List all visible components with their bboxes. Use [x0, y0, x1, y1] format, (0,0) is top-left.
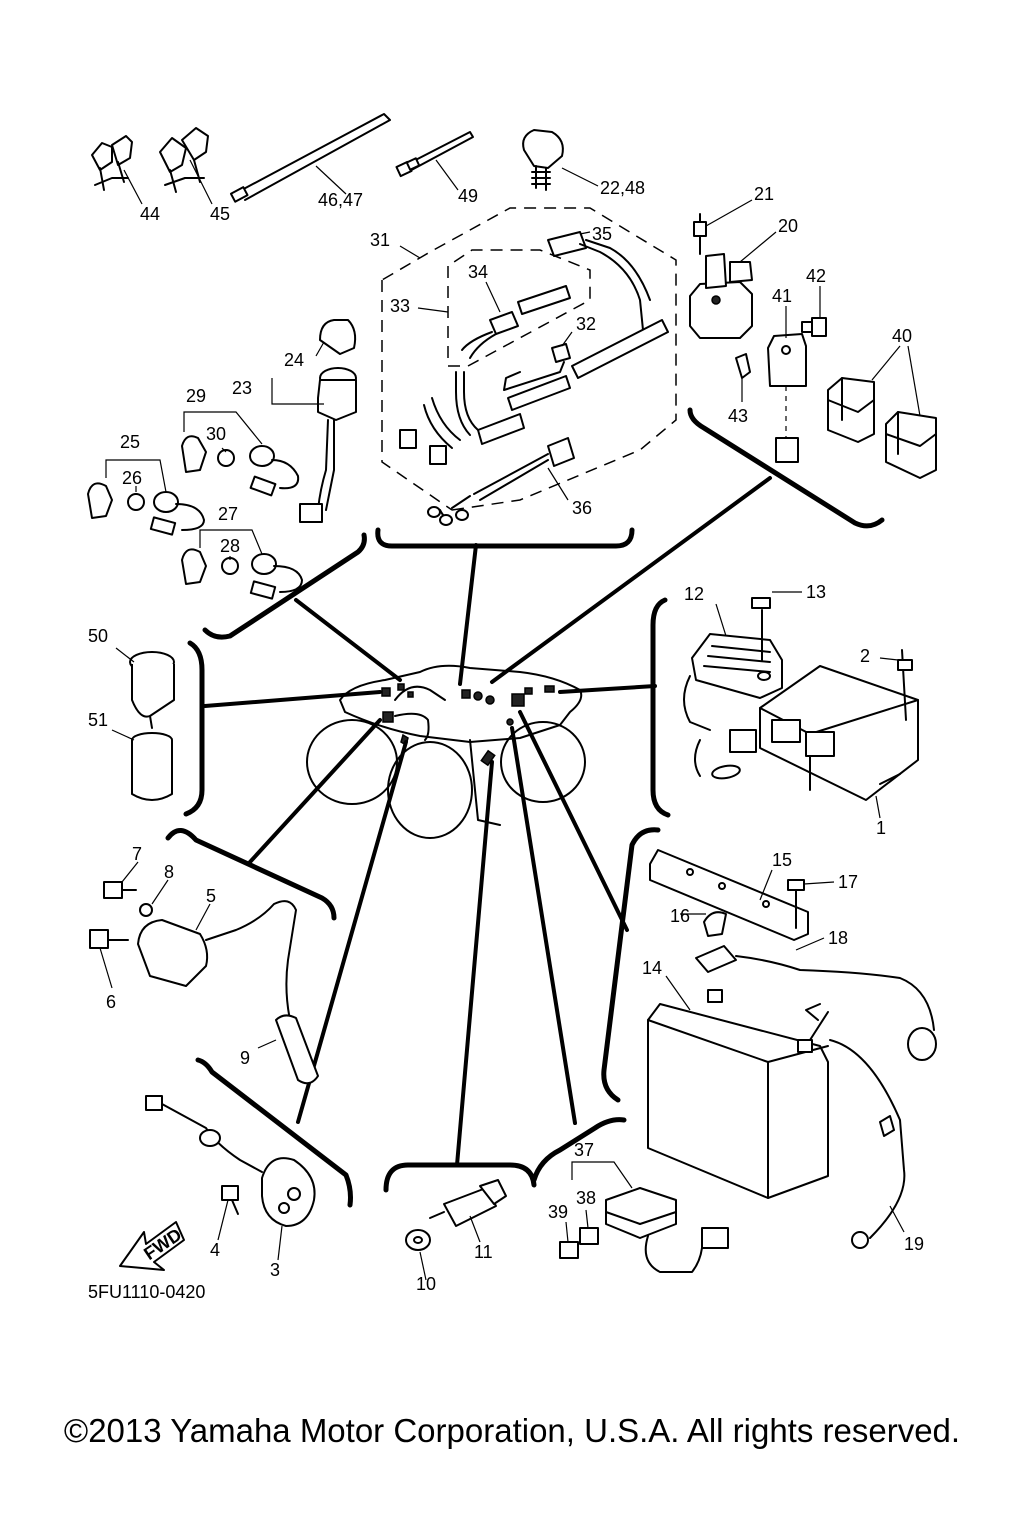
label-17: 17: [838, 872, 858, 892]
label-22-48: 22,48: [600, 178, 645, 198]
label-7: 7: [132, 844, 142, 864]
label-6: 6: [106, 992, 116, 1012]
label-16: 16: [670, 906, 690, 926]
label-19: 19: [904, 1234, 924, 1254]
label-36: 36: [572, 498, 592, 518]
copyright-notice: ©2013 Yamaha Motor Corporation, U.S.A. A…: [63, 1412, 961, 1449]
label-38: 38: [576, 1188, 596, 1208]
label-32: 32: [576, 314, 596, 334]
relay-assembly: [559, 1187, 729, 1273]
cable-tie-49: [395, 131, 474, 178]
label-30: 30: [206, 424, 226, 444]
label-40: 40: [892, 326, 912, 346]
label-12: 12: [684, 584, 704, 604]
label-37: 37: [574, 1140, 594, 1160]
rectifier-cdi: [683, 597, 919, 801]
label-44: 44: [140, 204, 160, 224]
label-23: 23: [232, 378, 252, 398]
label-2: 2: [860, 646, 870, 666]
label-3: 3: [270, 1260, 280, 1280]
label-50: 50: [88, 626, 108, 646]
relay-41: [767, 333, 807, 463]
socket-50-51: [129, 651, 175, 801]
label-10: 10: [416, 1274, 436, 1294]
label-27: 27: [218, 504, 238, 524]
label-45: 45: [210, 204, 230, 224]
main-switch: [299, 319, 357, 523]
label-11: 11: [474, 1242, 493, 1262]
label-14: 14: [642, 958, 662, 978]
clamp-44: [91, 135, 133, 191]
callout-connector-lines: [203, 476, 772, 1167]
label-15: 15: [772, 850, 792, 870]
atv-body-outline: [306, 664, 586, 839]
label-26: 26: [122, 468, 142, 488]
label-39: 39: [548, 1202, 568, 1222]
clamp-22-48: [522, 129, 564, 191]
label-46-47: 46,47: [318, 190, 363, 210]
label-25: 25: [120, 432, 140, 452]
relays-40: [827, 377, 937, 479]
label-8: 8: [164, 862, 174, 882]
ignition-coil: [89, 881, 319, 1085]
label-21: 21: [754, 184, 774, 204]
label-5: 5: [206, 886, 216, 906]
label-41: 41: [772, 286, 792, 306]
group-brackets: [165, 407, 885, 1208]
wire-harness-group: [381, 207, 677, 526]
label-9: 9: [240, 1048, 250, 1068]
starter-relay: [689, 213, 753, 339]
label-42: 42: [806, 266, 826, 286]
label-28: 28: [220, 536, 240, 556]
label-31: 31: [370, 230, 390, 250]
battery-group: [647, 849, 937, 1249]
exploded-parts-diagram: FWD: [87, 113, 937, 1302]
forward-arrow-icon: FWD: [119, 1221, 185, 1271]
label-29: 29: [186, 386, 206, 406]
cable-tie-46-47: [229, 113, 391, 203]
label-34: 34: [468, 262, 488, 282]
label-18: 18: [828, 928, 848, 948]
leader-lines: [99, 159, 921, 1281]
part-number-labels: 44 45 46,47 49 22,48 21 20 42 41 40 43 3…: [88, 178, 924, 1294]
label-43: 43: [728, 406, 748, 426]
label-24: 24: [284, 350, 304, 370]
label-49: 49: [458, 186, 478, 206]
label-51: 51: [88, 710, 108, 730]
diagram-code: 5FU1110-0420: [88, 1282, 205, 1302]
lamp-sockets: [87, 435, 303, 600]
speed-sensor: [145, 1095, 316, 1227]
label-33: 33: [390, 296, 410, 316]
label-20: 20: [778, 216, 798, 236]
label-1: 1: [876, 818, 886, 838]
label-4: 4: [210, 1240, 220, 1260]
nut-43: [735, 353, 751, 379]
clamp-45: [159, 127, 209, 193]
label-13: 13: [806, 582, 826, 602]
label-35: 35: [592, 224, 612, 244]
neutral-switch: [405, 1179, 507, 1251]
bolt-42: [801, 317, 827, 337]
